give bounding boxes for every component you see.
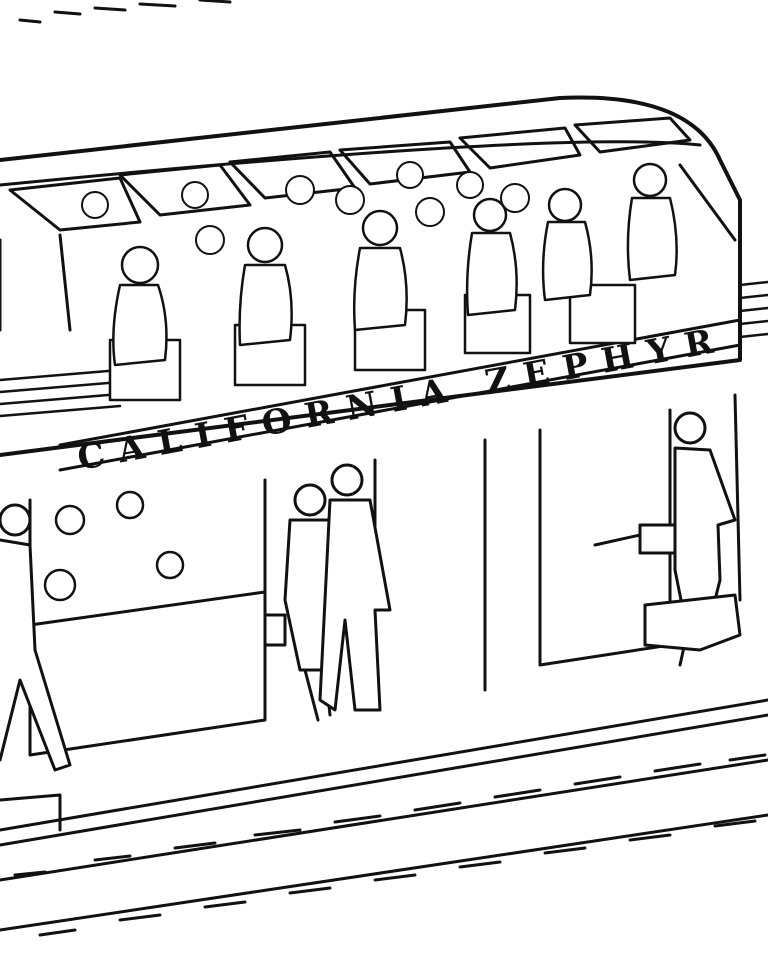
- man-walking-left: [0, 503, 72, 772]
- woman-stepping-off: [638, 411, 742, 667]
- couple-center: [263, 463, 392, 722]
- dome-passengers: [81, 161, 678, 402]
- dome-car-body: [0, 95, 768, 472]
- top-track-fragments: [18, 0, 232, 24]
- standing-figures: [0, 411, 742, 772]
- rail-ties: [13, 753, 767, 937]
- passenger-rear-row: [81, 161, 530, 255]
- platform-and-tracks: [0, 698, 768, 932]
- lower-lounge-passengers: [43, 490, 185, 602]
- passenger-seat-row: [108, 162, 678, 402]
- side-ribbing: [0, 280, 768, 418]
